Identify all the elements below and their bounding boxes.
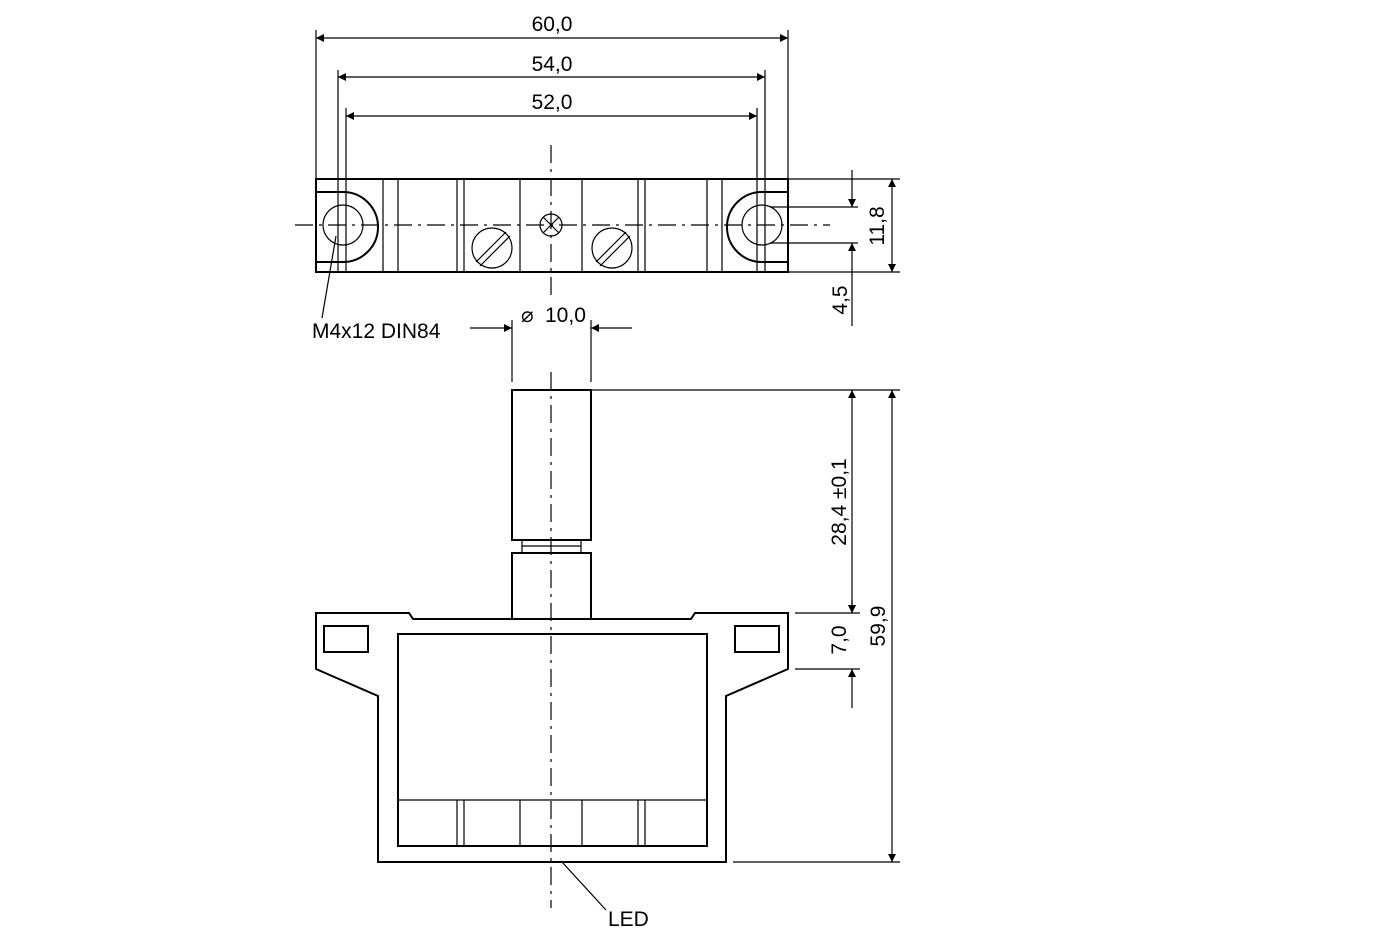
dimension-width-total: 60,0 bbox=[316, 13, 788, 42]
led-callout: LED bbox=[561, 861, 649, 931]
dim-label-length-barrel: 28,4 ±0,1 bbox=[828, 458, 851, 545]
dimension-width-outer-holes: 54,0 bbox=[338, 53, 765, 81]
screw-callout: M4x12 DIN84 bbox=[312, 235, 441, 343]
dim-label-width-outer-holes: 54,0 bbox=[532, 53, 573, 76]
housing-inner-panel bbox=[397, 633, 708, 847]
top-view-right-extensions bbox=[770, 178, 900, 273]
dimension-height-top: 11,8 bbox=[866, 179, 896, 272]
led-callout-label: LED bbox=[608, 908, 649, 931]
dimension-length-flange: 7,0 bbox=[828, 600, 856, 708]
screw-callout-label: M4x12 DIN84 bbox=[312, 320, 441, 343]
front-view bbox=[315, 372, 789, 908]
top-view bbox=[295, 145, 830, 300]
right-slot bbox=[734, 625, 780, 653]
dim-label-width-inner-holes: 52,0 bbox=[532, 91, 573, 114]
dim-label-height-top: 11,8 bbox=[866, 206, 889, 245]
dim-label-length-total: 59,9 bbox=[867, 606, 890, 647]
housing-outline bbox=[315, 612, 789, 863]
dim-label-width-total: 60,0 bbox=[532, 13, 573, 36]
screw-left-icon bbox=[471, 227, 513, 269]
dim-label-length-flange: 7,0 bbox=[828, 625, 851, 654]
dimension-length-barrel: 28,4 ±0,1 bbox=[828, 390, 856, 613]
dimension-diameter: ⌀ 10,0 bbox=[470, 304, 632, 382]
dimension-width-inner-holes: 52,0 bbox=[346, 91, 757, 120]
top-view-outline bbox=[315, 178, 789, 273]
diameter-symbol-icon: ⌀ bbox=[521, 304, 534, 327]
dimension-offset-small: 4,5 bbox=[829, 170, 856, 326]
screw-right-icon bbox=[591, 227, 633, 269]
left-slot bbox=[323, 625, 369, 653]
dimension-length-total: 59,9 bbox=[867, 390, 896, 862]
dim-label-diameter: 10,0 bbox=[545, 304, 586, 327]
terminal-strip-dividers bbox=[456, 800, 646, 846]
dim-label-offset-small: 4,5 bbox=[829, 285, 852, 314]
